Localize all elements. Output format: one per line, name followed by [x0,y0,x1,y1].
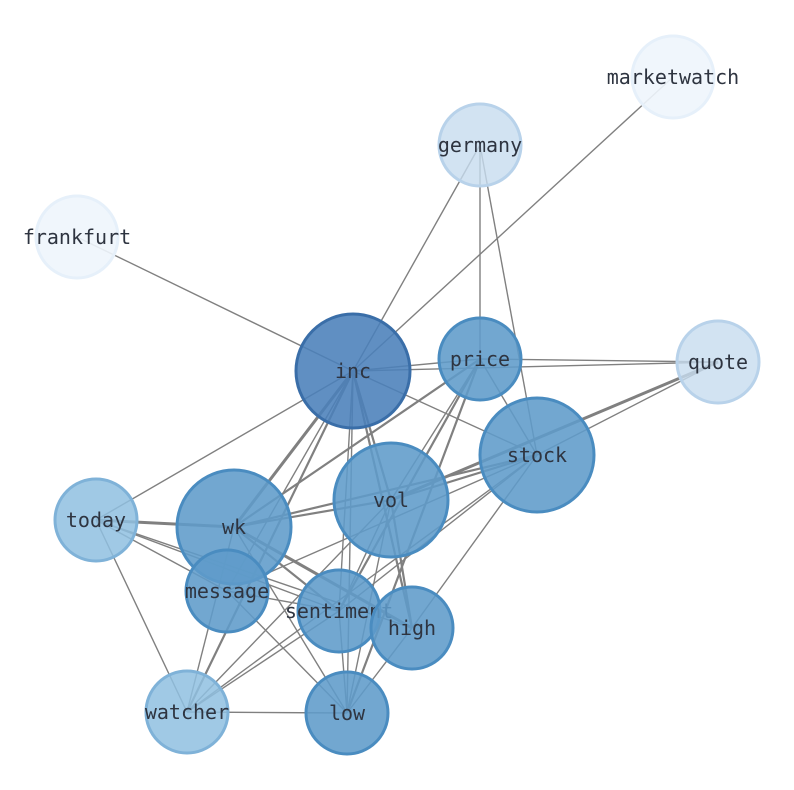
node-frankfurt[interactable]: frankfurt [23,194,131,280]
node-label-quote: quote [688,350,748,374]
node-circle-low[interactable] [304,670,390,756]
node-stock[interactable]: stock [478,396,596,514]
node-circle-inc[interactable] [294,312,412,430]
edge-inc-quote [352,361,719,372]
node-germany[interactable]: germany [437,102,523,188]
node-label-watcher: watcher [145,700,229,724]
node-label-vol: vol [373,488,409,512]
edge-inc-marketwatch [352,76,674,372]
node-label-inc: inc [335,359,371,383]
node-label-low: low [329,701,366,725]
node-price[interactable]: price [437,316,523,402]
node-label-germany: germany [438,133,522,157]
node-marketwatch[interactable]: marketwatch [607,34,739,120]
node-label-price: price [450,347,510,371]
node-vol[interactable]: vol [332,441,450,559]
node-high[interactable]: high [369,585,455,671]
node-inc[interactable]: inc [294,312,412,430]
graph-nodes: inc price germany marketwatch frankfurt quote… [23,34,761,756]
node-label-wk: wk [222,515,246,539]
node-circle-vol[interactable] [332,441,450,559]
node-circle-today[interactable] [53,477,139,563]
node-low[interactable]: low [304,670,390,756]
node-message[interactable]: message [184,548,270,634]
node-label-today: today [66,508,126,532]
node-circle-watcher[interactable] [144,669,230,755]
node-label-frankfurt: frankfurt [23,225,131,249]
node-label-marketwatch: marketwatch [607,65,739,89]
node-circle-marketwatch[interactable] [630,34,716,120]
node-label-high: high [388,616,436,640]
node-today[interactable]: today [53,477,139,563]
node-watcher[interactable]: watcher [144,669,230,755]
node-circle-message[interactable] [184,548,270,634]
node-circle-price[interactable] [437,316,523,402]
node-label-stock: stock [507,443,567,467]
node-circle-frankfurt[interactable] [34,194,120,280]
node-circle-stock[interactable] [478,396,596,514]
node-quote[interactable]: quote [675,319,761,405]
node-circle-quote[interactable] [675,319,761,405]
node-label-message: message [185,579,269,603]
node-circle-high[interactable] [369,585,455,671]
node-circle-germany[interactable] [437,102,523,188]
